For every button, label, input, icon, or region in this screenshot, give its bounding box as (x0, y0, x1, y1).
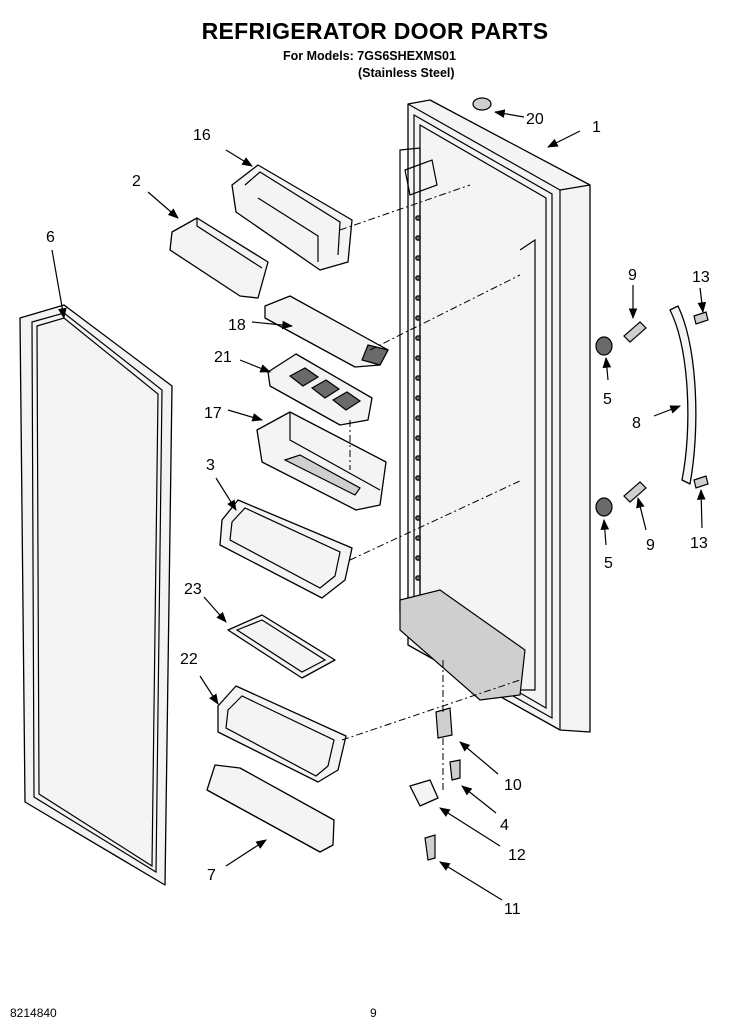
callout-11: 11 (504, 901, 521, 918)
callout-22: 22 (180, 651, 198, 668)
door-bin-upper-part (256, 411, 387, 511)
finish-line: (Stainless Steel) (358, 66, 455, 80)
hinge-hardware (409, 707, 461, 861)
callout-7: 7 (207, 867, 216, 884)
callout-5-lower: 5 (604, 555, 613, 572)
dairy-door-part (169, 217, 269, 299)
dairy-compartment-part (231, 164, 353, 271)
callout-9-upper: 9 (628, 267, 637, 284)
page-title: REFRIGERATOR DOOR PARTS (201, 18, 549, 44)
callout-20: 20 (526, 111, 544, 128)
callout-13-upper: 13 (692, 269, 710, 286)
callout-13-lower: 13 (690, 535, 708, 552)
callout-9-lower: 9 (646, 537, 655, 554)
callout-2: 2 (132, 173, 141, 190)
callout-17: 17 (204, 405, 222, 422)
callout-23: 23 (184, 581, 202, 598)
callout-4: 4 (500, 817, 509, 834)
plug-part (472, 97, 492, 111)
door-bin-7-part (206, 764, 335, 853)
callout-1: 1 (592, 119, 601, 136)
callout-3: 3 (206, 457, 215, 474)
handle-hardware (595, 305, 709, 517)
leader-lines (51, 109, 707, 901)
shelf-part (267, 353, 373, 426)
callout-10: 10 (504, 777, 522, 794)
callout-8: 8 (632, 415, 641, 432)
door-gasket-part (19, 304, 173, 886)
callout-18: 18 (228, 317, 246, 334)
callout-labels: 1 2 3 4 5 5 6 7 8 9 9 10 11 12 13 13 16 … (46, 111, 710, 918)
callout-12: 12 (508, 847, 526, 864)
door-bin-22-part (217, 685, 347, 783)
models-line: For Models: 7GS6SHEXMS01 (283, 49, 456, 63)
bin-liner-part (227, 614, 336, 679)
door-bin-3-part (219, 499, 353, 599)
door-panel-part (399, 99, 591, 733)
assembly-lines (339, 184, 523, 790)
page-number: 9 (370, 1006, 377, 1020)
shelf-trim-part (264, 295, 389, 368)
callout-6: 6 (46, 229, 55, 246)
callout-5-upper: 5 (603, 391, 612, 408)
document-number: 8214840 (10, 1006, 57, 1020)
callout-16: 16 (193, 127, 211, 144)
callout-21: 21 (214, 349, 232, 366)
door-bin-rails (415, 215, 421, 581)
